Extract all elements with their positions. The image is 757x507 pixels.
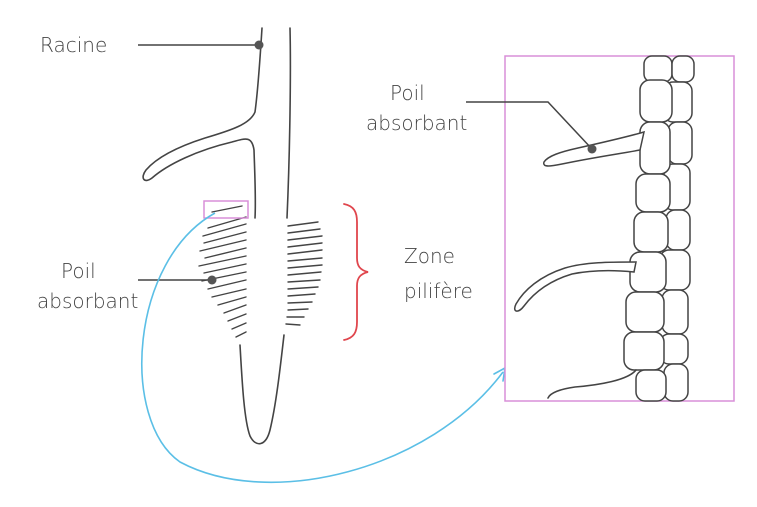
root-outline xyxy=(142,27,292,445)
zoom-lower-wall xyxy=(547,369,637,399)
zoom-root-hair-bottom xyxy=(513,261,637,312)
leader-poil-right xyxy=(466,101,593,150)
dot-poil-left xyxy=(207,275,217,285)
label-poil-right-line2: absorbant xyxy=(366,111,467,135)
root-tip xyxy=(239,334,285,445)
label-zone-line1: Zone xyxy=(404,244,455,268)
root-left-edge xyxy=(142,27,263,219)
label-poil-right-line1: Poil xyxy=(390,81,425,105)
dot-racine xyxy=(254,40,264,50)
root-hairs-right xyxy=(285,221,323,326)
label-poil-right: Poil absorbant xyxy=(366,81,597,154)
root-hairs-left xyxy=(198,216,247,338)
label-poil-left: Poil absorbant xyxy=(37,259,217,313)
zoom-arrow xyxy=(141,212,504,484)
label-poil-left-line2: absorbant xyxy=(37,289,138,313)
label-racine: Racine xyxy=(40,33,264,57)
zoom-arrow-head xyxy=(493,367,506,382)
label-poil-left-line1: Poil xyxy=(61,259,96,283)
label-racine-text: Racine xyxy=(40,33,107,57)
dot-poil-right xyxy=(587,144,597,154)
root-right-edge xyxy=(286,27,292,219)
zoom-source-box xyxy=(203,200,249,219)
zoom-cells xyxy=(623,55,695,402)
zoom-frame xyxy=(504,55,735,402)
zone-brace xyxy=(343,203,369,341)
zoom-source-hair xyxy=(211,205,243,213)
label-zone-line2: pilifère xyxy=(404,279,473,303)
